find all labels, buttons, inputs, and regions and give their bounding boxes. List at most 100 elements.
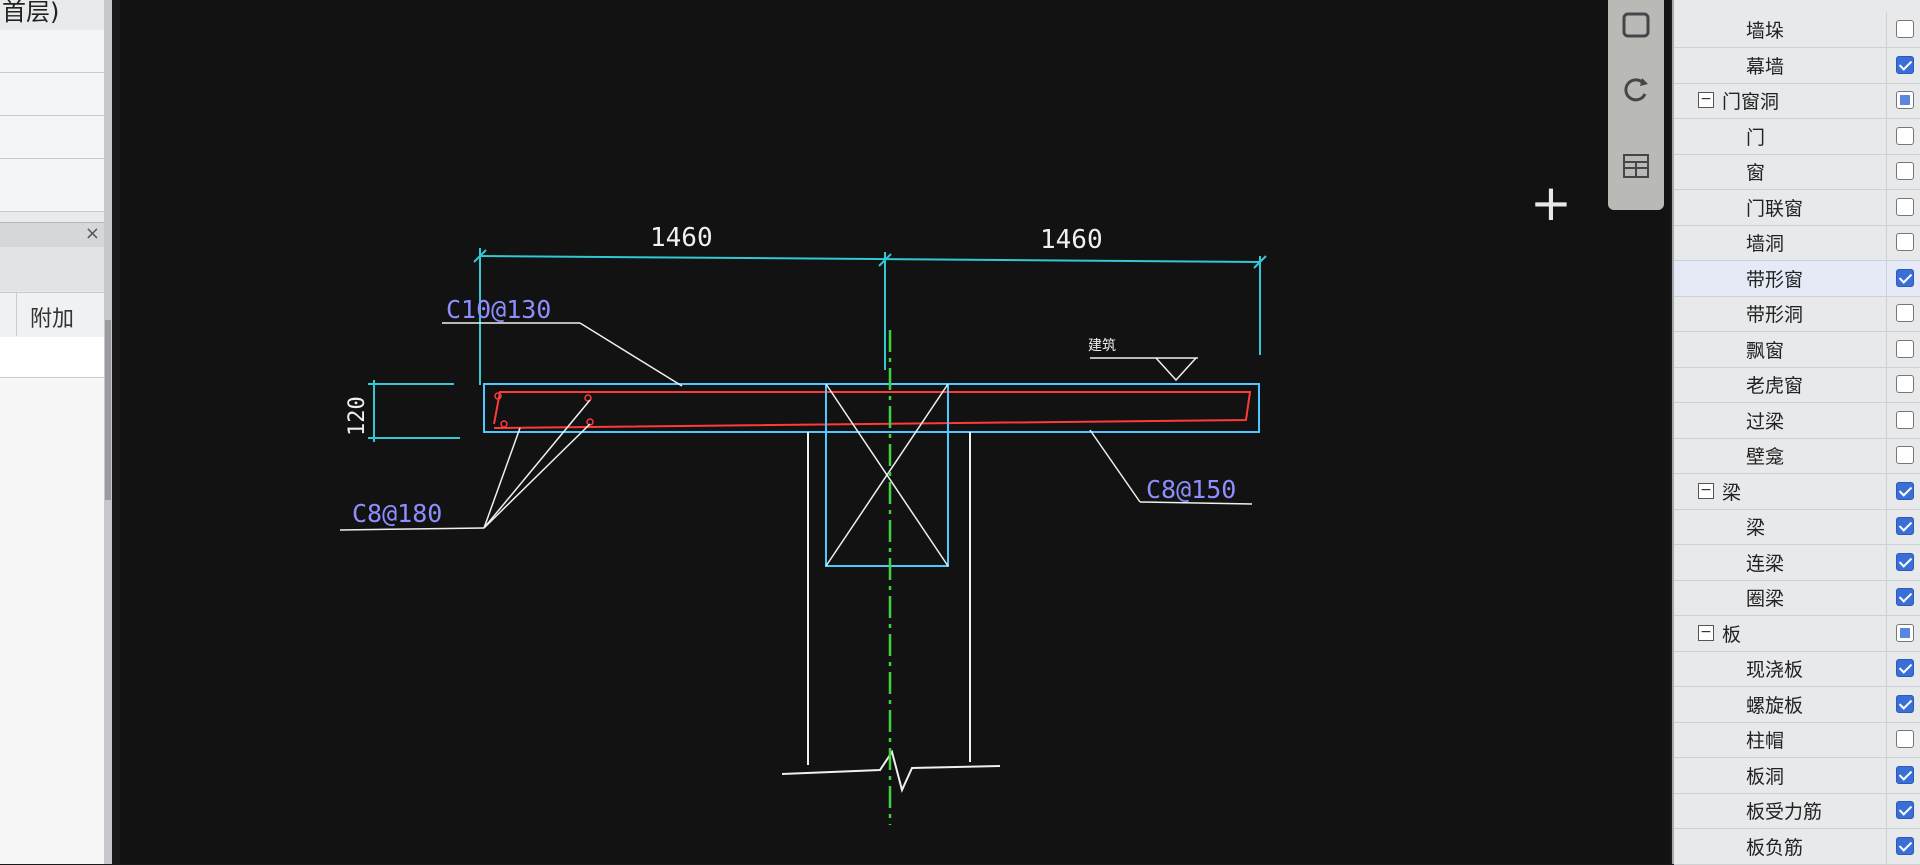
- tree-item-label: 现浇板: [1746, 659, 1804, 681]
- tree-item[interactable]: 老虎窗: [1674, 367, 1920, 403]
- column-header: 附加: [0, 292, 104, 338]
- visibility-checkbox[interactable]: [1896, 623, 1914, 642]
- dimension-text-left: 1460: [650, 223, 713, 253]
- tree-item[interactable]: 柱帽: [1674, 722, 1920, 758]
- column-divider: [1886, 757, 1887, 793]
- visibility-checkbox[interactable]: [1896, 765, 1914, 784]
- wall-lines: [781, 432, 1001, 793]
- table-row[interactable]: [0, 337, 104, 378]
- tree-item[interactable]: 门联窗: [1674, 189, 1920, 226]
- view-toolbar: [1608, 0, 1664, 210]
- close-icon[interactable]: ×: [84, 223, 100, 244]
- visibility-checkbox[interactable]: [1896, 375, 1914, 393]
- elevation-mark: [1090, 357, 1198, 382]
- tree-item[interactable]: −板: [1674, 615, 1920, 652]
- column-divider: [1886, 12, 1887, 47]
- visibility-checkbox[interactable]: [1896, 126, 1914, 145]
- visibility-checkbox[interactable]: [1896, 659, 1914, 677]
- column-divider: [1886, 793, 1887, 828]
- tree-item-label: 螺旋板: [1746, 694, 1804, 717]
- visibility-checkbox[interactable]: [1896, 20, 1914, 38]
- column-divider: [1886, 580, 1887, 615]
- tree-item[interactable]: 墙垛: [1674, 12, 1920, 48]
- drawing-canvas[interactable]: 1460 1460 120: [120, 0, 1670, 864]
- tree-item[interactable]: 幕墙: [1674, 47, 1920, 84]
- scrollbar-thumb[interactable]: [105, 320, 111, 500]
- column-divider: [1886, 331, 1887, 367]
- visibility-checkbox[interactable]: [1896, 552, 1914, 571]
- collapse-icon[interactable]: −: [1698, 624, 1714, 641]
- tree-item[interactable]: 螺旋板: [1674, 686, 1920, 723]
- tree-item-label: 梁: [1746, 517, 1766, 539]
- tree-item-label: 老虎窗: [1746, 375, 1804, 397]
- tree-item[interactable]: 带形洞: [1674, 296, 1920, 332]
- layer-tree-panel: 墙垛幕墙−门窗洞门窗门联窗墙洞带形窗带形洞飘窗老虎窗过梁壁龛−梁梁连梁圈梁 −板现…: [1672, 0, 1920, 865]
- visibility-checkbox[interactable]: [1896, 446, 1914, 464]
- left-scrollbar[interactable]: [104, 0, 112, 864]
- tree-item[interactable]: 带形窗: [1674, 260, 1920, 297]
- left-panel: 首层) × 附加: [0, 0, 112, 864]
- tree-item-label: 墙垛: [1746, 20, 1785, 42]
- empty-area: [0, 378, 104, 864]
- crosshair-cursor: +: [1530, 174, 1572, 232]
- tree-item[interactable]: 过梁: [1674, 402, 1920, 439]
- visibility-checkbox[interactable]: [1896, 339, 1914, 358]
- column-divider: [1886, 154, 1887, 189]
- column-divider: [1886, 615, 1887, 651]
- rebar-dot: [500, 420, 508, 428]
- column-divider: [1886, 828, 1887, 864]
- visibility-checkbox[interactable]: [1896, 233, 1914, 251]
- visibility-checkbox[interactable]: [1896, 410, 1914, 429]
- visibility-checkbox[interactable]: [1896, 836, 1914, 855]
- beam-cross: [825, 383, 949, 567]
- tree-item-label: 圈梁: [1746, 588, 1785, 610]
- visibility-checkbox[interactable]: [1896, 588, 1914, 606]
- visibility-checkbox[interactable]: [1896, 268, 1914, 287]
- visibility-checkbox[interactable]: [1896, 517, 1914, 535]
- tree-item[interactable]: −门窗洞: [1674, 83, 1920, 119]
- tree-item[interactable]: 板受力筋: [1674, 793, 1920, 829]
- visibility-checkbox[interactable]: [1896, 801, 1914, 819]
- property-row[interactable]: [0, 159, 104, 212]
- column-divider: [1886, 473, 1887, 509]
- tree-item[interactable]: 墙洞: [1674, 225, 1920, 261]
- tree-item[interactable]: 连梁: [1674, 544, 1920, 581]
- visibility-checkbox[interactable]: [1896, 481, 1914, 500]
- property-row[interactable]: [0, 116, 104, 159]
- visibility-checkbox[interactable]: [1896, 694, 1914, 713]
- column-divider: [1886, 225, 1887, 260]
- tree-item[interactable]: 门: [1674, 118, 1920, 155]
- leader-lines: [339, 322, 1253, 531]
- visibility-checkbox[interactable]: [1896, 730, 1914, 748]
- visibility-checkbox[interactable]: [1896, 162, 1914, 180]
- rotate-icon[interactable]: [1616, 70, 1656, 110]
- column-divider: [1886, 367, 1887, 402]
- tree-item[interactable]: 飘窗: [1674, 331, 1920, 368]
- property-row[interactable]: [0, 73, 104, 116]
- tree-item[interactable]: 梁: [1674, 509, 1920, 545]
- column-header-label: 附加: [30, 307, 75, 332]
- tree-item[interactable]: 板洞: [1674, 757, 1920, 794]
- view-cube-icon[interactable]: [1616, 4, 1656, 44]
- tree-item-label: 窗: [1746, 162, 1766, 184]
- panel-header: ×: [0, 222, 104, 247]
- visibility-checkbox[interactable]: [1896, 55, 1914, 74]
- tree-item-label: 门联窗: [1746, 197, 1804, 220]
- tree-item[interactable]: 圈梁: [1674, 580, 1920, 616]
- tree-item[interactable]: 板负筋: [1674, 828, 1920, 865]
- dimension-line: [473, 248, 1267, 385]
- column-divider: [1886, 651, 1887, 686]
- tree-item[interactable]: 窗: [1674, 154, 1920, 190]
- thickness-dimension: [368, 380, 460, 442]
- tree-item[interactable]: −梁: [1674, 473, 1920, 510]
- visibility-checkbox[interactable]: [1896, 304, 1914, 322]
- collapse-icon[interactable]: −: [1698, 482, 1714, 499]
- property-row[interactable]: [0, 30, 104, 73]
- tree-item[interactable]: 壁龛: [1674, 438, 1920, 474]
- collapse-icon[interactable]: −: [1698, 92, 1714, 108]
- visibility-checkbox[interactable]: [1896, 197, 1914, 216]
- visibility-checkbox[interactable]: [1896, 91, 1914, 109]
- tree-item[interactable]: 现浇板: [1674, 651, 1920, 687]
- layer-icon[interactable]: [1616, 146, 1656, 186]
- tree-item-label: 墙洞: [1746, 233, 1785, 255]
